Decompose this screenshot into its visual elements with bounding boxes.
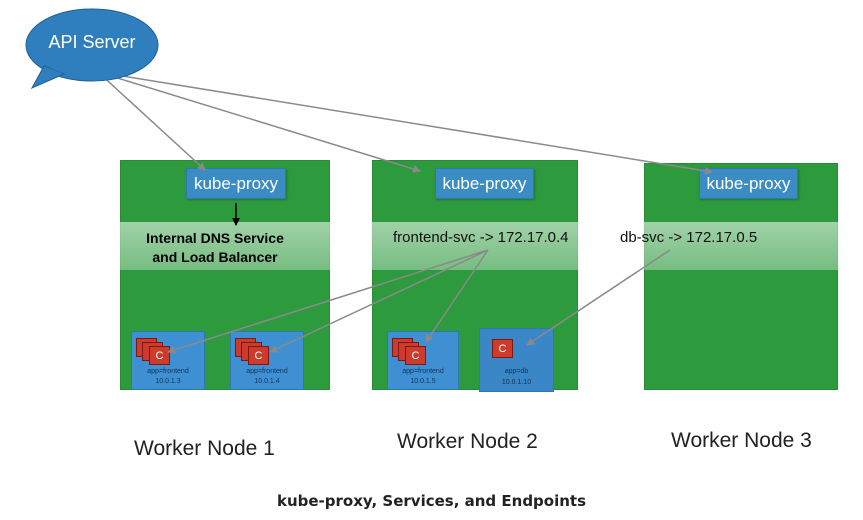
container-icon: C xyxy=(248,346,269,365)
worker-node-3-label: Worker Node 3 xyxy=(671,429,812,452)
worker-node-3 xyxy=(644,163,838,390)
pod-frontend-1: C app=frontend 10.0.1.3 xyxy=(131,331,205,390)
pod-label: app=db xyxy=(504,368,529,375)
worker-node-1-label: Worker Node 1 xyxy=(134,437,275,460)
figure-caption: kube-proxy, Services, and Endpoints xyxy=(276,492,587,510)
pod-ip: 10.0.1.3 xyxy=(155,378,181,385)
pod-label: app=frontend xyxy=(402,368,444,375)
pod-label: app=frontend xyxy=(147,368,189,375)
container-icon: C xyxy=(492,339,513,358)
db-svc-label: db-svc -> 172.17.0.5 xyxy=(620,229,758,246)
kube-proxy-node-1: kube-proxy xyxy=(186,168,286,199)
pod-ip: 10.0.1.5 xyxy=(410,378,436,385)
pod-ip: 10.0.1.4 xyxy=(254,378,280,385)
kube-proxy-node-2: kube-proxy xyxy=(435,168,534,199)
frontend-svc-label: frontend-svc -> 172.17.0.4 xyxy=(393,229,569,246)
api-server-bubble-icon xyxy=(25,8,159,90)
container-icon: C xyxy=(405,346,426,365)
pod-ip: 10.0.1.10 xyxy=(501,379,532,386)
worker-node-2-label: Worker Node 2 xyxy=(397,430,538,453)
kube-proxy-node-3: kube-proxy xyxy=(699,168,798,199)
dns-service-label: Internal DNS Service and Load Balancer xyxy=(137,229,293,267)
pod-db: C app=db 10.0.1.10 xyxy=(479,328,554,392)
api-server-label: API Server xyxy=(48,32,136,52)
pod-frontend-3: C app=frontend 10.0.1.5 xyxy=(387,331,459,390)
dns-line-2: and Load Balancer xyxy=(152,249,278,265)
pod-frontend-2: C app=frontend 10.0.1.4 xyxy=(230,331,304,390)
container-icon: C xyxy=(149,346,170,365)
pod-label: app=frontend xyxy=(246,368,288,375)
dns-line-1: Internal DNS Service xyxy=(146,230,284,246)
